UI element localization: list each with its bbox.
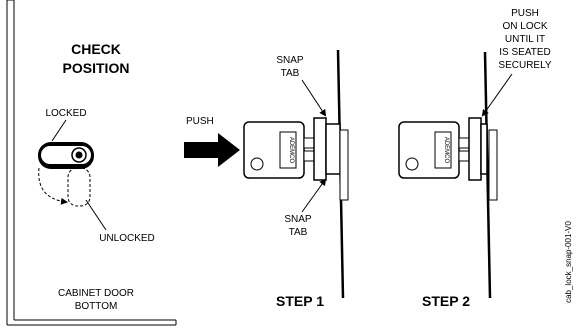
push-arrow-icon bbox=[184, 133, 240, 167]
step2-label: STEP 2 bbox=[422, 293, 470, 309]
push-note-line4: IS SEATED bbox=[499, 47, 551, 58]
push-note-line5: SECURELY bbox=[498, 60, 551, 71]
push-note-line1: PUSH bbox=[511, 8, 539, 19]
key-brand-label: ADEMCO bbox=[288, 137, 294, 164]
lock-cam bbox=[488, 129, 498, 201]
cabinet-door-panel bbox=[6, 0, 177, 326]
drawing-code-label: cab_lock_snap-001-V0 bbox=[564, 221, 573, 303]
locked-label: LOCKED bbox=[45, 108, 86, 119]
step1-illustration: SNAP TAB ADEMCO SNAP TAB bbox=[243, 49, 349, 299]
push-note-line3: UNTIL IT bbox=[505, 34, 545, 45]
push-label: PUSH bbox=[186, 116, 214, 127]
step2-illustration: PUSH ON LOCK UNTIL IT IS SEATED SECURELY… bbox=[398, 8, 552, 299]
push-note-line2: ON LOCK bbox=[502, 21, 547, 32]
check-position-title-line1: CHECK bbox=[71, 41, 121, 57]
snap-tab-bottom-label-line2: TAB bbox=[289, 227, 308, 238]
check-position-title-line2: POSITION bbox=[63, 60, 130, 76]
key-brand-label: ADEMCO bbox=[443, 137, 449, 164]
door-panel-line bbox=[483, 51, 492, 299]
cabinet-door-label-line2: BOTTOM bbox=[75, 301, 118, 312]
unlocked-label: UNLOCKED bbox=[99, 233, 155, 244]
lock-position-icon: LOCKED UNLOCKED bbox=[38, 108, 155, 244]
lock-body bbox=[313, 117, 327, 181]
snap-tab-top-label-line1: SNAP bbox=[276, 55, 304, 66]
step1-label: STEP 1 bbox=[276, 293, 324, 309]
snap-tab-top-label-line2: TAB bbox=[281, 68, 300, 79]
lock-body bbox=[468, 117, 482, 181]
lock-cam bbox=[339, 129, 349, 201]
snap-tab-bottom-label-line1: SNAP bbox=[284, 214, 312, 225]
cabinet-door-label-line1: CABINET DOOR bbox=[58, 288, 134, 299]
